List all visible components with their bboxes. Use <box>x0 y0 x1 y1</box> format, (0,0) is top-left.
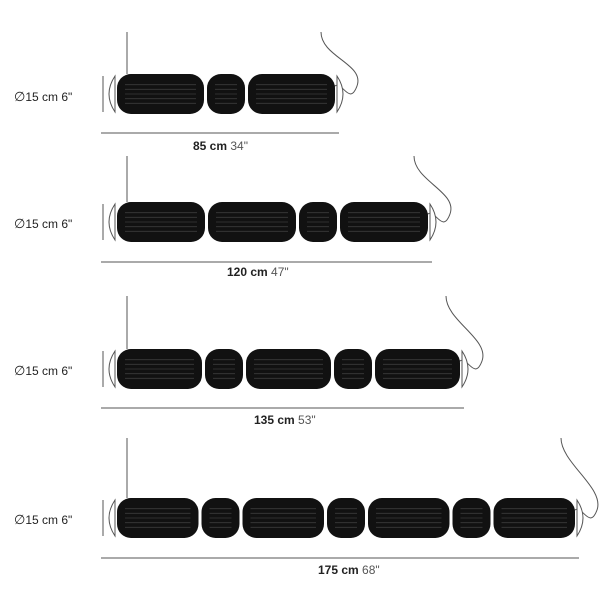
left-end-cap <box>108 349 116 389</box>
diameter-cm: 15 cm <box>25 364 59 378</box>
left-end-cap <box>108 498 116 538</box>
diameter-cm: 15 cm <box>25 90 59 104</box>
right-end-cap <box>461 349 469 389</box>
length-label: 135 cm 53" <box>254 413 316 427</box>
length-in: 68" <box>362 563 380 577</box>
right-end-cap <box>336 74 344 114</box>
diameter-in: 6" <box>61 90 73 104</box>
diameter-symbol: ∅ <box>14 89 26 104</box>
length-label: 120 cm 47" <box>227 265 289 279</box>
diameter-symbol: ∅ <box>14 216 26 231</box>
length-label: 175 cm 68" <box>318 563 380 577</box>
length-label: 85 cm 34" <box>193 139 248 153</box>
diameter-label: ∅15 cm 6" <box>14 89 72 105</box>
length-cm: 85 cm <box>193 139 228 153</box>
lamp-1 <box>101 31 359 134</box>
length-cm: 175 cm <box>318 563 359 577</box>
left-end-cap <box>108 202 116 242</box>
lamp-3 <box>101 295 484 409</box>
left-end-cap <box>108 74 116 114</box>
diameter-symbol: ∅ <box>14 363 26 378</box>
length-in: 47" <box>271 265 289 279</box>
diameter-in: 6" <box>61 513 73 527</box>
right-end-cap <box>429 202 437 242</box>
length-in: 53" <box>298 413 316 427</box>
diameter-label: ∅15 cm 6" <box>14 216 72 232</box>
lamp-4 <box>101 437 599 559</box>
diameter-in: 6" <box>61 217 73 231</box>
diameter-label: ∅15 cm 6" <box>14 363 72 379</box>
length-cm: 120 cm <box>227 265 268 279</box>
diameter-cm: 15 cm <box>25 217 59 231</box>
length-cm: 135 cm <box>254 413 295 427</box>
length-in: 34" <box>230 139 248 153</box>
diameter-cm: 15 cm <box>25 513 59 527</box>
lamp-2 <box>101 155 452 263</box>
diameter-symbol: ∅ <box>14 512 26 527</box>
diameter-in: 6" <box>61 364 73 378</box>
diameter-label: ∅15 cm 6" <box>14 512 72 528</box>
right-end-cap <box>576 498 584 538</box>
